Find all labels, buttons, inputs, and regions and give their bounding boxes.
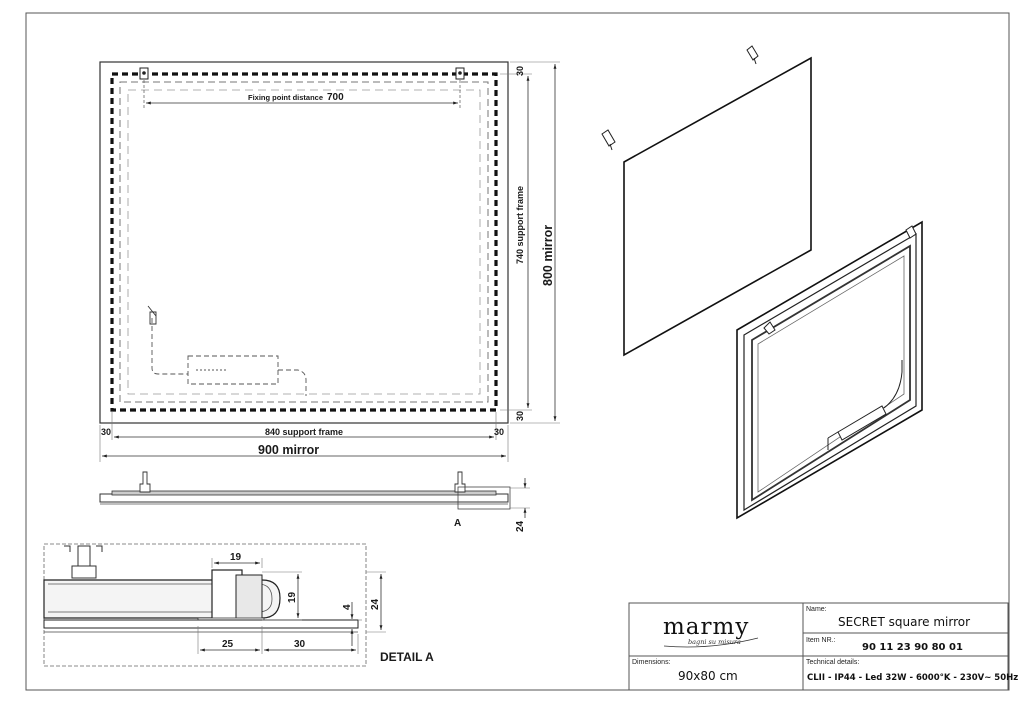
mirror-height-label: 800 mirror (541, 225, 555, 286)
title-block: marmy bagni su misura Name: SECRET squar… (628, 602, 1018, 691)
detail-dim-total: 24 (370, 598, 381, 610)
front-view: Fixing point distance 700 740 support fr… (99, 61, 560, 462)
isometric-support-frame (736, 220, 923, 520)
detail-dim-bottom-left: 25 (222, 639, 234, 650)
support-frame-height-label: 740 support frame (515, 186, 525, 264)
cable-connector (147, 305, 157, 325)
fixing-hook-left (139, 67, 149, 80)
detail-dim-bottom-right: 30 (294, 639, 306, 650)
fixing-point-value: 700 (327, 92, 344, 103)
detail-dim-glass: 4 (342, 604, 353, 610)
detail-a-title: DETAIL A (380, 650, 434, 664)
fixing-point-label: Fixing point distance (248, 93, 323, 102)
margin-top-label: 30 (515, 66, 525, 76)
margin-left-label: 30 (101, 427, 111, 437)
item-value: 90 11 23 90 80 01 (862, 642, 963, 653)
name-label: Name: (806, 606, 827, 613)
brand-tagline: bagni su misura (688, 638, 741, 646)
brand-underline (663, 637, 759, 648)
technical-value: CLII - IP44 - Led 32W - 6000°K - 230V~ 5… (807, 673, 1018, 683)
technical-label: Technical details: (806, 659, 859, 666)
iso-hook-left (601, 129, 616, 151)
led-driver (151, 318, 307, 396)
dimensions-value: 90x80 cm (678, 669, 738, 683)
led-strip-outline (119, 81, 489, 403)
dimensions-label: Dimensions: (632, 659, 671, 666)
detail-a-callout (457, 486, 511, 510)
fixing-hook-right (455, 67, 465, 80)
brand-logo: marmy (663, 614, 749, 640)
detail-a-view: 19 19 4 24 25 30 DETAIL A (43, 543, 434, 667)
detail-dim-inner-height: 19 (287, 591, 298, 603)
item-label: Item NR.: (806, 637, 836, 644)
support-frame-width-label: 840 support frame (265, 427, 343, 437)
sheet-border (25, 12, 1010, 691)
isometric-glass-panel (601, 45, 812, 357)
mirror-outline (99, 61, 509, 424)
detail-a-marker: A (454, 518, 461, 529)
inner-hidden-line (127, 89, 481, 395)
margin-right-label: 30 (494, 427, 504, 437)
side-view: A 24 (99, 471, 530, 532)
support-frame-outline (110, 72, 498, 412)
iso-hook-top (746, 45, 759, 65)
detail-dim-top: 19 (230, 552, 242, 563)
name-value: SECRET square mirror (838, 615, 970, 629)
mirror-width-label: 900 mirror (258, 443, 319, 457)
iso-led-driver (827, 360, 903, 450)
side-thickness-label: 24 (515, 520, 526, 532)
margin-bottom-label: 30 (515, 411, 525, 421)
